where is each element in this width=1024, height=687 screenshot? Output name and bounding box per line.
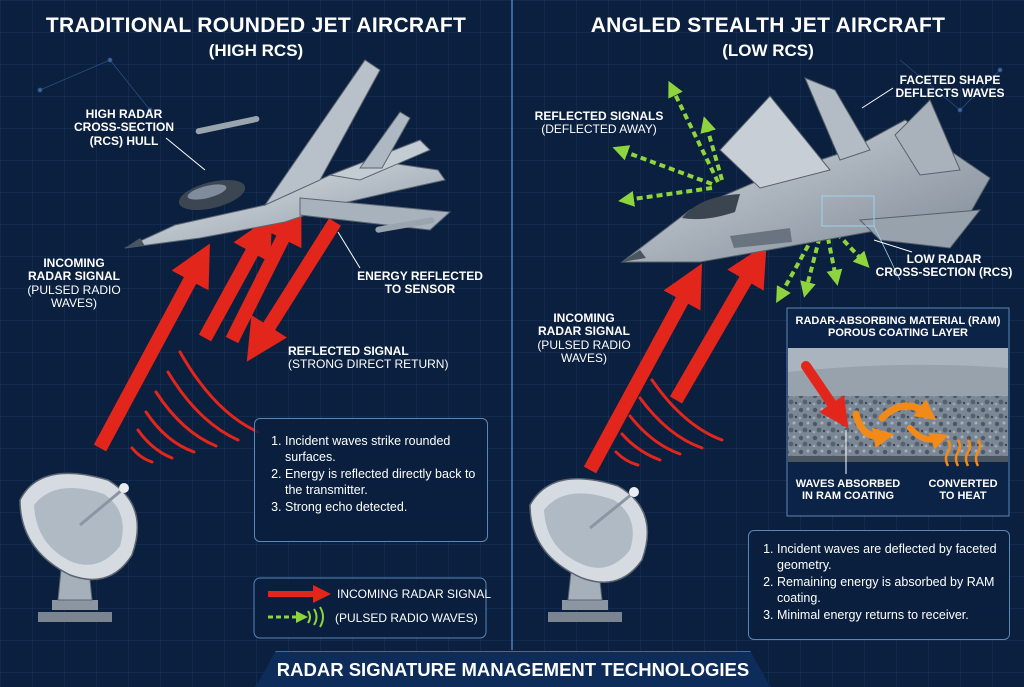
left-step: Energy is reflected directly back to the… [285, 466, 487, 498]
right-step: Remaining energy is absorbed by RAM coat… [777, 574, 1009, 606]
rounded-jet [124, 59, 452, 249]
right-incoming-arrows [583, 243, 767, 474]
left-reflected-arrow [246, 218, 341, 362]
left-pulse-waves [130, 350, 260, 464]
stealth-jet [620, 77, 991, 263]
ram-title: RADAR-ABSORBING MATERIAL (RAM)POROUS COA… [795, 315, 1001, 340]
left-incoming-arrows [93, 201, 302, 452]
left-step: Incident waves strike rounded surfaces. [285, 433, 487, 465]
left-steps-box: Incident waves strike rounded surfaces. … [254, 418, 488, 542]
left-title: TRADITIONAL ROUNDED JET AIRCRAFT [45, 14, 467, 37]
legend-pulsed-swatch [268, 606, 324, 628]
right-reflected-label: REFLECTED SIGNALS (DEFLECTED AWAY) [534, 109, 664, 137]
heat-icon [944, 439, 982, 467]
right-step: Incident waves are deflected by faceted … [777, 541, 1009, 573]
right-title: ANGLED STEALTH JET AIRCRAFT [590, 14, 946, 37]
right-subtitle: (LOW RCS) [722, 41, 814, 60]
right-step: Minimal energy returns to receiver. [777, 607, 1009, 623]
right-pulse-waves [614, 378, 724, 467]
legend-incoming-label: INCOMING RADAR SIGNAL [337, 587, 492, 601]
left-radar-dish [19, 472, 139, 622]
left-subtitle: (HIGH RCS) [208, 41, 304, 60]
left-reflected-label: REFLECTED SIGNAL (STRONG DIRECT RETURN) [288, 344, 449, 372]
right-steps-box: Incident waves are deflected by faceted … [748, 530, 1010, 640]
zoom-region [821, 195, 875, 227]
footer-title: RADAR SIGNATURE MANAGEMENT TECHNOLOGIES [276, 659, 750, 680]
right-radar-dish [529, 478, 649, 622]
left-step: Strong echo detected. [285, 499, 487, 515]
footer-banner: RADAR SIGNATURE MANAGEMENT TECHNOLOGIES [255, 651, 771, 687]
legend-pulsed-label: (PULSED RADIO WAVES) [335, 611, 478, 625]
ram-inset [786, 307, 1010, 517]
